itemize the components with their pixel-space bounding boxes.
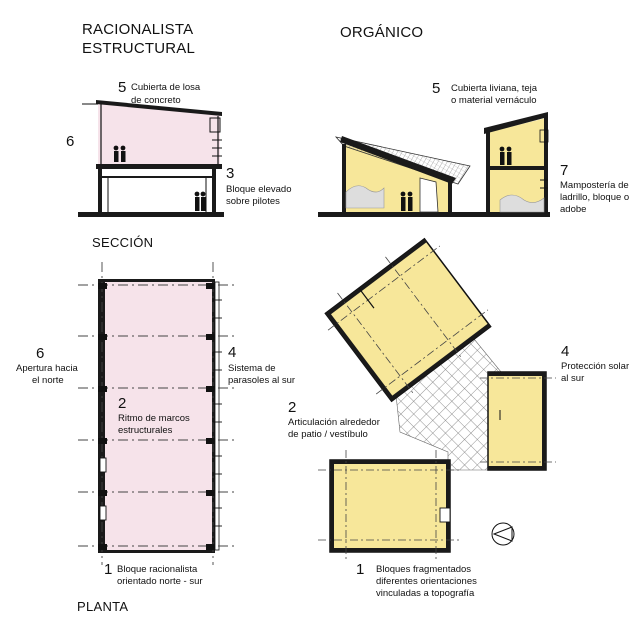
pilotis-left <box>98 169 102 212</box>
left-plan-label-1-line2: orientado norte - sur <box>117 576 203 587</box>
south-block <box>329 459 451 553</box>
right-plan-label-4-line1: Protección solar <box>561 361 629 372</box>
right-plan-label-1-line1: Bloques fragmentados <box>376 564 471 575</box>
left-plan-label-1-number: 1 <box>104 561 112 578</box>
ground-line <box>78 212 224 217</box>
left-plan-label-6-number: 6 <box>36 345 44 362</box>
roof-slab <box>96 100 222 116</box>
left-plan-label-4-number: 4 <box>228 344 236 361</box>
right-section-label-5-number: 5 <box>432 80 440 97</box>
right-plan-label-4-number: 4 <box>561 343 569 360</box>
right-section-label-7-line3: adobe <box>560 204 586 215</box>
plan-caption: PLANTA <box>77 599 128 614</box>
right-section-label-5-line2: o material vernáculo <box>451 95 537 106</box>
right-plan-label-2-line1: Articulación alrededor <box>288 417 380 428</box>
east-block <box>487 371 547 471</box>
left-plan-label-2-line2: estructurales <box>118 425 173 436</box>
left-section-label-5-number: 5 <box>118 79 126 96</box>
left-plan-label-4-line1: Sistema de <box>228 363 276 374</box>
left-plan-label-4-line2: parasoles al sur <box>228 375 295 386</box>
organic-section-drawing <box>318 112 550 217</box>
left-plan-label-2-line1: Ritmo de marcos <box>118 413 190 424</box>
north-arrow-icon <box>491 522 515 546</box>
left-section-label-6-number: 6 <box>66 133 74 150</box>
right-plan-label-1-line2: diferentes orientaciones <box>376 576 477 587</box>
heading-organico: ORGÁNICO <box>340 24 423 41</box>
right-block-fill <box>490 118 546 212</box>
right-section-label-7-line2: ladrillo, bloque o <box>560 192 629 203</box>
heading-racionalista: RACIONALISTA <box>82 21 193 38</box>
organic-plan-drawing <box>318 237 556 562</box>
right-plan-label-1-number: 1 <box>356 561 364 578</box>
right-plan-label-2-number: 2 <box>288 399 296 416</box>
right-roof <box>484 112 548 134</box>
right-section-label-5-line1: Cubierta liviana, teja <box>451 83 538 94</box>
heading-estructural: ESTRUCTURAL <box>82 40 195 57</box>
right-plan-label-4-line2: al sur <box>561 373 584 384</box>
left-plan-label-6-line2: el norte <box>32 375 64 386</box>
right-section-label-7-number: 7 <box>560 162 568 179</box>
rationalist-section-drawing <box>78 100 224 217</box>
plan-wall-west <box>98 279 105 553</box>
left-section-label-5-line2: de concreto <box>131 95 181 106</box>
intermediate-floor <box>490 166 544 170</box>
upper-block-fill <box>98 103 220 168</box>
plan-block-fill <box>104 281 214 551</box>
left-plan-label-1-line1: Bloque racionalista <box>117 564 198 575</box>
left-section-label-3-line2: sobre pilotes <box>226 196 280 207</box>
left-section-label-3-number: 3 <box>226 165 234 182</box>
floor-slab <box>96 164 222 169</box>
right-plan-label-2-line2: de patio / vestíbulo <box>288 429 368 440</box>
plan-wall-east <box>212 279 215 553</box>
pilotis-right <box>212 169 216 212</box>
left-plan-label-2-number: 2 <box>118 395 126 412</box>
right-plan-label-1-line3: vinculadas a topografía <box>376 588 475 599</box>
left-section-label-3-line1: Bloque elevado <box>226 184 292 195</box>
organic-ground-line <box>318 212 550 217</box>
section-caption: SECCIÓN <box>92 235 153 250</box>
rationalist-plan-drawing <box>78 262 238 565</box>
left-plan-label-6-line1: Apertura hacia <box>16 363 79 374</box>
right-section-label-7-line1: Mampostería de <box>560 180 629 191</box>
left-section-label-5-line1: Cubierta de losa <box>131 82 201 93</box>
